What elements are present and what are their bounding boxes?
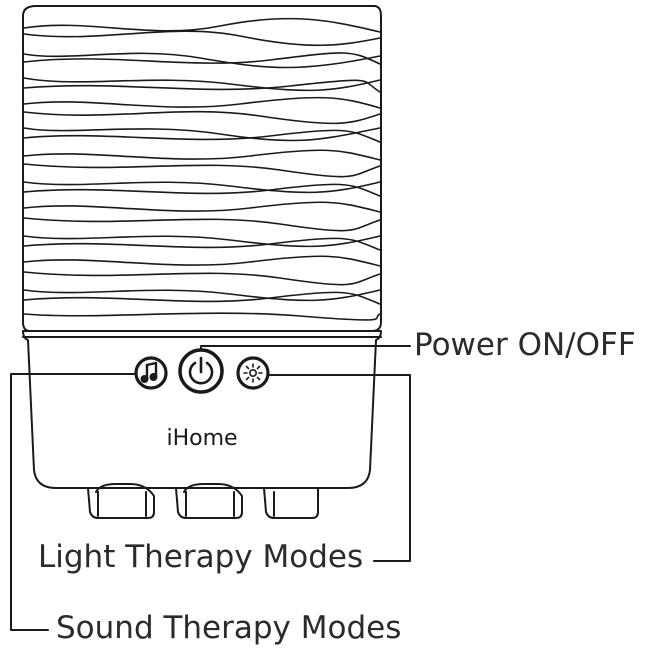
sound-callout-line	[10, 373, 137, 631]
brand-logo: iHome	[166, 426, 237, 451]
power-label: Power ON/OFF	[414, 327, 636, 363]
callout-lines	[10, 345, 411, 631]
power-icon	[188, 356, 214, 385]
light-therapy-button[interactable]	[236, 356, 270, 390]
light-callout-line	[267, 374, 411, 562]
feet	[87, 483, 319, 519]
base-body	[22, 330, 382, 489]
sound-therapy-label: Sound Therapy Modes	[56, 610, 402, 646]
sound-therapy-button[interactable]	[134, 356, 168, 390]
wave-texture	[23, 17, 381, 321]
music-note-icon	[140, 361, 158, 384]
power-callout-line	[200, 345, 411, 351]
light-therapy-label: Light Therapy Modes	[38, 539, 364, 575]
light-icon	[243, 363, 263, 383]
power-button[interactable]	[178, 348, 224, 394]
wave-shell	[22, 5, 382, 332]
